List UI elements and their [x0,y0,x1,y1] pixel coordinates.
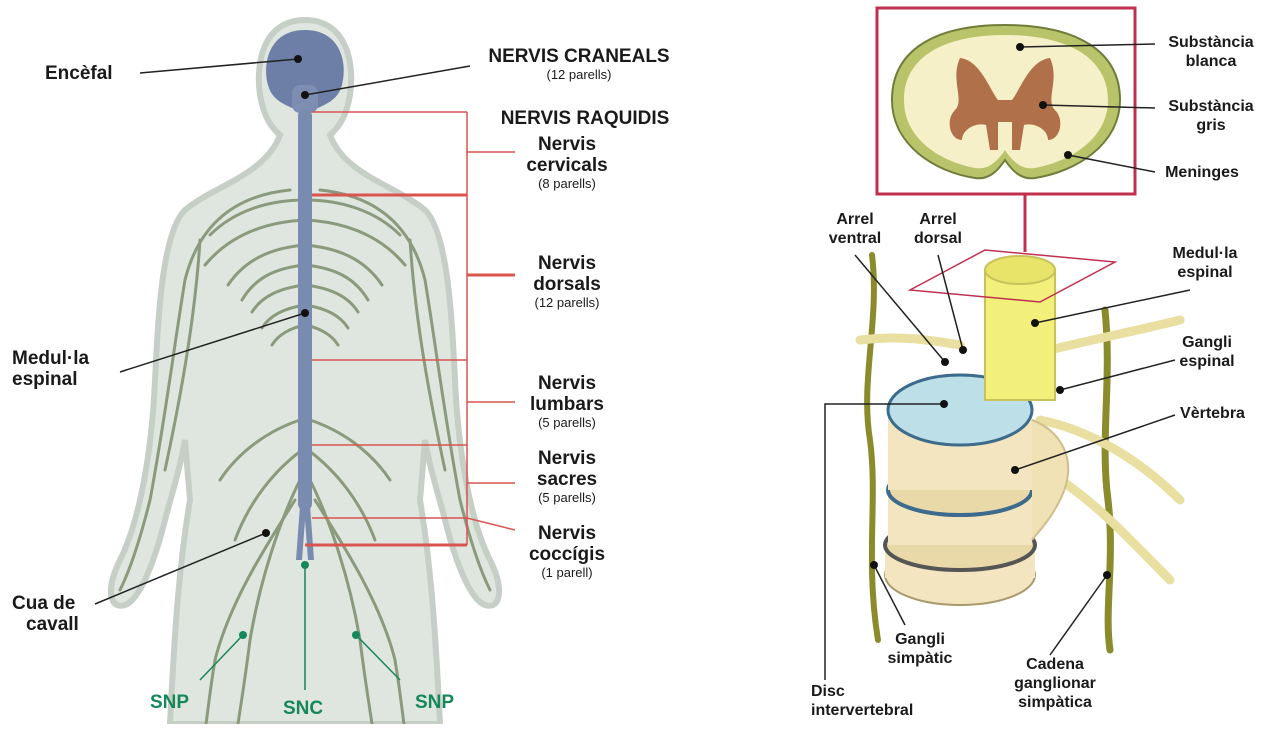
label-cua-de-cavall: Cua de cavall [12,593,79,635]
lumbars-count: (5 parells) [508,415,626,430]
nervis-craneals-title: NERVIS CRANEALS [470,46,688,67]
lumbars-line1: Nervis [508,373,626,394]
sacres-count: (5 parells) [508,490,626,505]
label-disc-intervertebral: Disc intervertebral [811,682,913,720]
label-dorsals: Nervis dorsals (12 parells) [508,253,626,310]
substancia-blanca-line2: blanca [1152,52,1270,71]
vertebral-column [885,375,1068,605]
gangli-espinal-line1: Gangli [1162,333,1252,352]
sympathetic-chain-right [1105,310,1110,650]
label-sacres: Nervis sacres (5 parells) [508,448,626,505]
label-substancia-gris: Substància gris [1152,97,1270,135]
label-arrel-dorsal: Arrel dorsal [903,210,973,248]
label-arrel-ventral: Arrel ventral [820,210,890,248]
spinal-cord-cross-section [892,25,1120,178]
label-nervis-raquidis: NERVIS RAQUIDIS [480,108,690,129]
medulla-right-line1: Medul·la [1150,244,1260,263]
cervicals-count: (8 parells) [508,176,626,191]
label-snp-right: SNP [415,692,454,714]
coccigis-count: (1 parell) [508,565,626,580]
sacres-line2: sacres [508,469,626,490]
label-cervicals: Nervis cervicals (8 parells) [508,134,626,191]
label-gangli-espinal: Gangli espinal [1162,333,1252,371]
arrel-ventral-line2: ventral [820,229,890,248]
label-cadena-ganglionar: Cadena ganglionar simpàtica [1005,655,1105,712]
nervis-craneals-count: (12 parells) [470,67,688,82]
label-medulla-left: Medul·la espinal [12,348,89,390]
cervicals-line2: cervicals [508,155,626,176]
label-snc: SNC [283,698,323,720]
cua-line1: Cua de [12,593,79,614]
label-vertebra: Vèrtebra [1165,404,1260,423]
label-encefal: Encèfal [45,63,113,84]
arrel-dorsal-line1: Arrel [903,210,973,229]
substancia-gris-line1: Substància [1152,97,1270,116]
gangli-simpatic-line2: simpàtic [880,649,960,668]
label-gangli-simpatic: Gangli simpàtic [880,630,960,668]
label-substancia-blanca: Substància blanca [1152,33,1270,71]
medulla-left-line1: Medul·la [12,348,89,369]
label-nervis-craneals: NERVIS CRANEALS (12 parells) [470,46,688,82]
label-meninges: Meninges [1152,163,1252,182]
disc-line2: intervertebral [811,701,913,720]
cervicals-line1: Nervis [508,134,626,155]
medulla-right-line2: espinal [1150,263,1260,282]
gangli-espinal-line2: espinal [1162,352,1252,371]
dorsals-count: (12 parells) [508,295,626,310]
coccigis-line2: coccígis [508,544,626,565]
lumbars-line2: lumbars [508,394,626,415]
arrel-dorsal-line2: dorsal [903,229,973,248]
label-snp-left: SNP [150,692,189,714]
dorsals-line1: Nervis [508,253,626,274]
dorsals-line2: dorsals [508,274,626,295]
arrel-ventral-line1: Arrel [820,210,890,229]
sacres-line1: Nervis [508,448,626,469]
label-medulla-right: Medul·la espinal [1150,244,1260,282]
disc-line1: Disc [811,682,913,701]
gangli-simpatic-line1: Gangli [880,630,960,649]
label-coccigis: Nervis coccígis (1 parell) [508,523,626,580]
cadena-line3: simpàtica [1005,693,1105,712]
substancia-gris-line2: gris [1152,116,1270,135]
cadena-line1: Cadena [1005,655,1105,674]
label-lumbars: Nervis lumbars (5 parells) [508,373,626,430]
cadena-line2: ganglionar [1005,674,1105,693]
cua-line2: cavall [12,614,79,635]
spinal-cord-cylinder [985,256,1055,400]
coccigis-line1: Nervis [508,523,626,544]
substancia-blanca-line1: Substància [1152,33,1270,52]
sympathetic-chain-left [867,255,878,640]
medulla-left-line2: espinal [12,369,89,390]
